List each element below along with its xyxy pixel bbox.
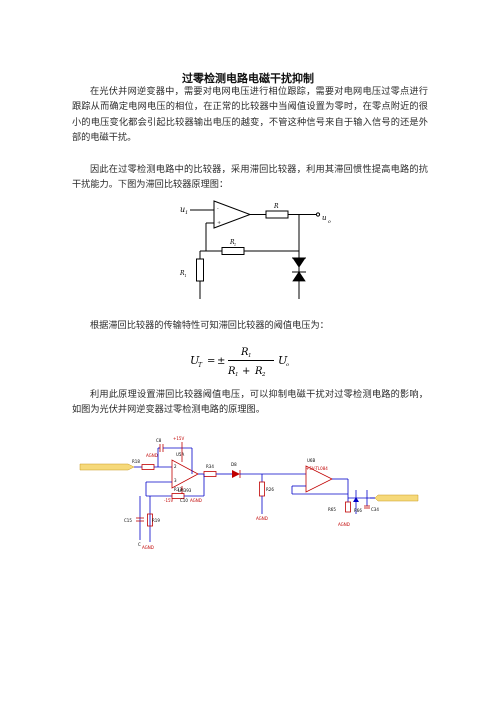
resistor-r65: R65	[328, 501, 351, 513]
svg-text:R: R	[229, 239, 235, 246]
capacitor-c8: C8 AGND	[146, 438, 192, 467]
svg-text:T: T	[198, 362, 203, 369]
svg-text:U: U	[278, 354, 288, 367]
threshold-formula: U T = ± R 1 R 1 + R 2 U o	[190, 347, 289, 378]
svg-text:C34: C34	[371, 507, 379, 512]
paragraph-application: 利用此原理设置滞回比较器阈值电压，可以抑制电磁干扰对过零检测电路的影响，如图为光…	[72, 389, 428, 416]
svg-text:AGND: AGND	[146, 453, 158, 458]
svg-text:C15: C15	[124, 518, 132, 523]
svg-text:R19: R19	[152, 518, 160, 523]
svg-text:o: o	[328, 220, 331, 225]
svg-text:R34: R34	[206, 464, 214, 469]
svg-text:R: R	[179, 270, 185, 277]
svg-text:R26: R26	[266, 487, 274, 492]
svg-text:+: +	[217, 220, 221, 226]
zener-diodes	[292, 257, 306, 299]
feedback-network: R33 C15 R19 C AGND	[124, 474, 205, 550]
svg-text:R65: R65	[328, 507, 336, 512]
svg-text:=: =	[207, 356, 215, 367]
svg-text:LM393: LM393	[178, 488, 192, 493]
svg-text:R18: R18	[132, 459, 140, 464]
svg-text:+15V: +15V	[173, 436, 184, 441]
svg-text:C10: C10	[180, 498, 188, 503]
svg-text:2: 2	[174, 464, 177, 469]
svg-text:u: u	[322, 214, 327, 222]
svg-text:U6B: U6B	[307, 458, 315, 463]
svg-text:AGND: AGND	[338, 522, 350, 527]
zero-crossing-circuit-diagram: R18 C8 AGND +15V U5A 2 3 R34 D8 R26 AGND…	[79, 436, 419, 550]
zener-and-c34: R66 C34	[353, 490, 379, 514]
resistor-r34: R34	[203, 464, 217, 477]
svg-text:±: ±	[217, 356, 225, 367]
svg-text:AGND: AGND	[142, 545, 154, 550]
input-signal-port	[79, 463, 135, 471]
paragraph-hysteresis: 因此在过零检测电路中的比较器，采用滞回比较器，利用其滞回惯性提高电路的抗干扰能力…	[72, 164, 428, 191]
svg-text:U5A: U5A	[176, 452, 184, 457]
svg-text:R33: R33	[174, 487, 182, 492]
svg-text:R66: R66	[354, 508, 362, 513]
svg-text:o: o	[286, 362, 289, 368]
output-resistor: R	[265, 203, 289, 219]
document-title: 过零检测电路电磁干扰抑制	[182, 72, 314, 85]
svg-text:1: 1	[235, 372, 239, 378]
svg-text:C: C	[138, 542, 141, 547]
svg-text:1: 1	[185, 274, 187, 278]
svg-text:-15V: -15V	[164, 498, 174, 503]
svg-text:R: R	[273, 203, 279, 210]
svg-text:-: -	[217, 206, 219, 212]
svg-text:R: R	[240, 347, 249, 358]
output-signal-port	[370, 494, 419, 502]
op-amp-u5a: U5A 2 3	[171, 452, 199, 489]
paragraph-threshold: 根据滞回比较器的传输特性可知滞回比较器的阈值电压为：	[90, 320, 329, 331]
input-terminal: u 1	[180, 205, 214, 216]
svg-text:D8: D8	[231, 462, 237, 467]
svg-text:AGND: AGND	[256, 516, 268, 521]
svg-text:2: 2	[261, 372, 266, 378]
comparator-u6b: U6B +5V-TL084	[305, 458, 333, 493]
svg-text:AGND: AGND	[190, 498, 202, 503]
svg-text:R: R	[254, 366, 263, 377]
resistor-r18: R18	[132, 459, 155, 470]
op-amp-symbol: - +	[213, 200, 252, 229]
ground-resistor: R 1	[179, 251, 204, 299]
svg-text:C8: C8	[156, 438, 162, 443]
svg-text:+5V-TL084: +5V-TL084	[306, 466, 328, 471]
diode-d8: D8	[231, 462, 241, 478]
hysteresis-comparator-diagram: u 1 - + R u o R 2 R 1	[179, 200, 331, 299]
power-rails: -15V C10 AGND LM393	[164, 442, 202, 503]
svg-text:3: 3	[174, 478, 177, 483]
paragraph-intro: 在光伏并网逆变器中，需要对电网电压进行相位跟踪，需要对电网电压过零点进行跟踪从而…	[72, 86, 428, 144]
resistor-r26: R26 AGND	[256, 474, 274, 521]
svg-text:1: 1	[185, 210, 188, 216]
feedback-resistor: R 2	[200, 222, 299, 255]
svg-text:1: 1	[248, 353, 252, 359]
svg-text:+: +	[242, 366, 250, 377]
svg-text:U: U	[190, 354, 200, 367]
svg-text:u: u	[180, 205, 185, 214]
svg-text:2: 2	[233, 243, 237, 247]
svg-text:R: R	[227, 366, 236, 377]
